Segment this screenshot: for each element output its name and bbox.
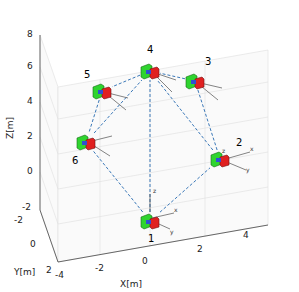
frame-axis-letter: x <box>174 207 178 213</box>
pose-node: 1 <box>140 212 160 230</box>
frame-axis-letter: y <box>170 229 174 235</box>
tick-label: 0 <box>142 257 148 266</box>
axis-title: Y[m] <box>14 268 35 277</box>
tick-label: 2 <box>46 266 52 275</box>
tick-label: 4 <box>243 231 249 240</box>
frame-axis-letter: z <box>153 188 156 194</box>
tick-label: -2 <box>14 216 23 225</box>
tick-label: -4 <box>55 271 64 280</box>
trajectory-link <box>157 80 213 150</box>
pose-cube <box>140 62 160 80</box>
tick-label: 4 <box>27 97 33 106</box>
trajectory-link <box>89 100 99 133</box>
tick-label: -2 <box>95 264 104 273</box>
tick-label: 2 <box>197 245 203 254</box>
pose-number: 4 <box>147 44 153 55</box>
pose-node: 3 <box>185 72 205 90</box>
pose-cube <box>92 82 112 100</box>
trajectory-link <box>112 75 140 87</box>
pose-cube <box>140 212 160 230</box>
trajectory-link <box>198 90 217 150</box>
trajectory-link <box>160 168 210 212</box>
tick-label: 6 <box>27 62 33 71</box>
frame-axis-letter: y <box>246 167 250 173</box>
tick-label: 2 <box>27 132 33 141</box>
tick-label: 0 <box>27 167 33 176</box>
pose-node: 4 <box>140 62 160 80</box>
tick-label: 0 <box>30 240 36 249</box>
axis-title: Z[m] <box>6 117 15 139</box>
trajectory-link <box>150 80 151 212</box>
pose-cube <box>76 133 96 151</box>
pose-cube <box>185 72 205 90</box>
pose-number: 2 <box>236 137 242 148</box>
tick-label: 8 <box>27 30 33 39</box>
pose-node: 6 <box>76 133 96 151</box>
pose-number: 5 <box>84 69 90 80</box>
axis-title: X[m] <box>120 280 142 289</box>
pose-cube <box>210 150 230 168</box>
trajectory-link <box>93 151 142 212</box>
frame-axis-letter: x <box>250 146 254 152</box>
pose-number: 3 <box>205 56 211 67</box>
frame-axis-letter: z <box>222 148 225 154</box>
pose-number: 6 <box>72 155 78 166</box>
pose-number: 1 <box>148 233 154 244</box>
tick-label: -2 <box>22 203 31 212</box>
pose-node: 5 <box>92 82 112 100</box>
pose-node: 2 <box>210 150 230 168</box>
